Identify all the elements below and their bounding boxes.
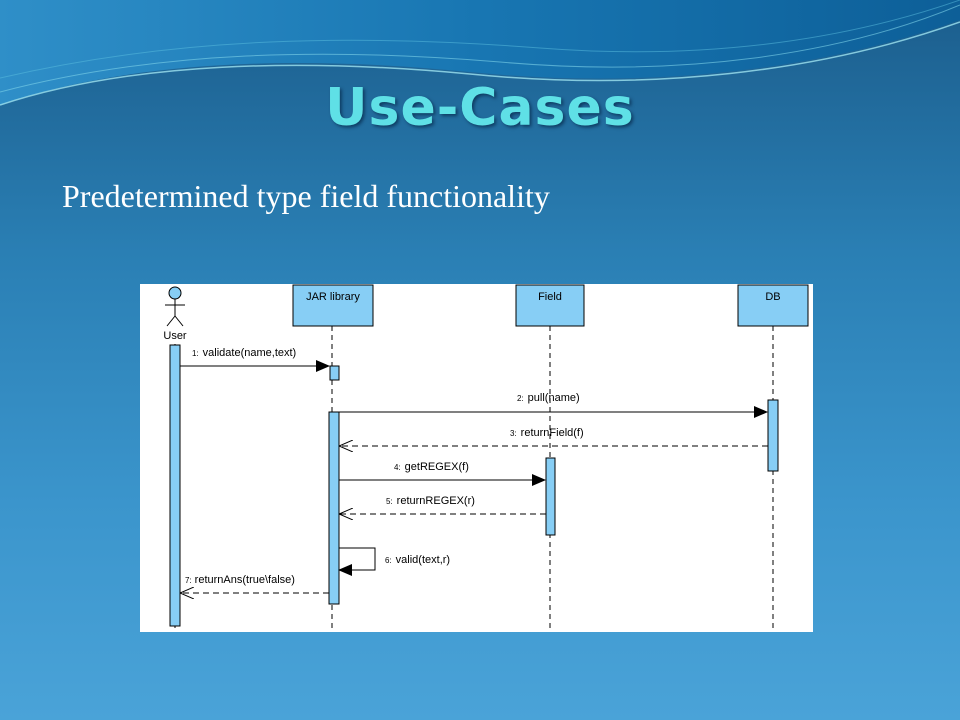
lifeline-box-field	[515, 284, 585, 327]
message-arrow-6	[338, 547, 376, 576]
slide-title: Use-Cases	[325, 78, 635, 138]
slide-subtitle: Predetermined type field functionality	[62, 178, 550, 214]
activation-user	[169, 344, 181, 627]
header-wave-decoration	[0, 0, 960, 106]
activation-jar-library-1	[329, 365, 340, 381]
message-label-4: 4:getREGEX(f)	[394, 461, 469, 473]
lifeline-box-db	[737, 284, 809, 327]
activation-jar-library-2	[328, 411, 340, 605]
message-label-7: 7:returnAns(true\false)	[185, 574, 295, 586]
actor-label-user: User	[163, 330, 187, 342]
message-label-5: 5:returnREGEX(r)	[386, 495, 475, 507]
lifeline-label-jar-library: JAR library	[306, 291, 360, 303]
message-label-1: 1:validate(name,text)	[192, 347, 296, 359]
message-label-2: 2:pull(name)	[517, 392, 580, 404]
user-actor-icon	[165, 286, 185, 327]
sequence-diagram: User JAR library Field DB 1:validate(nam…	[140, 284, 813, 632]
message-label-3: 3:returnField(f)	[510, 427, 584, 439]
lifeline-label-field: Field	[538, 291, 562, 303]
activation-field	[545, 457, 556, 536]
lifeline-label-db: DB	[765, 291, 780, 303]
lifeline-box-jar-library	[292, 284, 374, 327]
activation-db	[767, 399, 779, 472]
sequence-diagram-canvas: User JAR library Field DB 1:validate(nam…	[163, 284, 809, 629]
message-label-6: 6:valid(text,r)	[385, 554, 450, 566]
